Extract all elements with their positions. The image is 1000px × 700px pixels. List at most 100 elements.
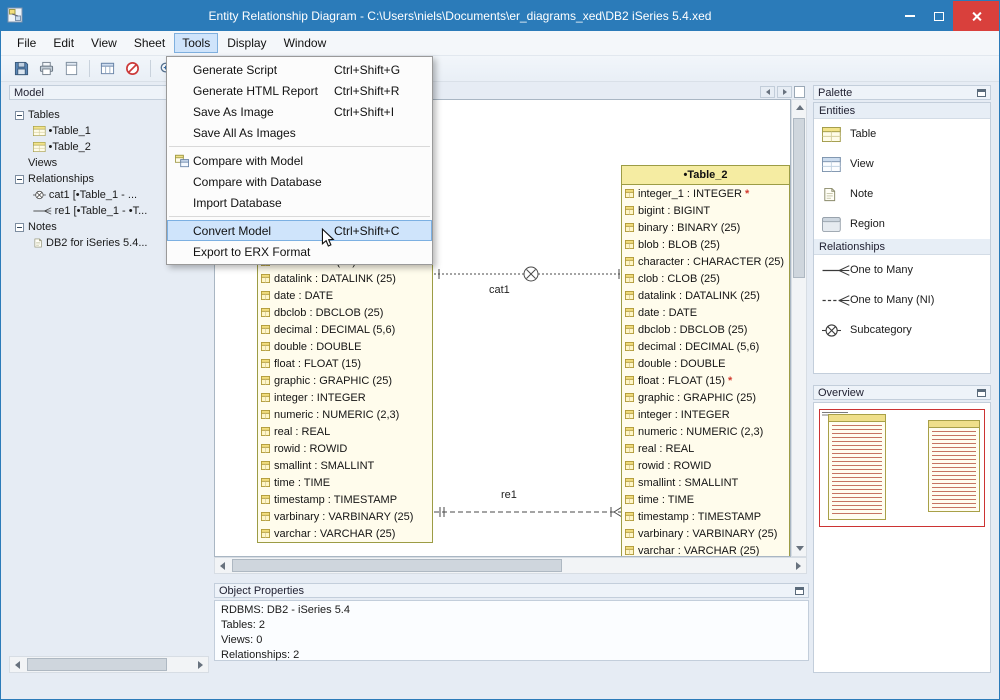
er-field[interactable]: datalink : DATALINK (25) [622, 287, 789, 304]
er-field[interactable]: numeric : NUMERIC (2,3) [622, 423, 789, 440]
minimize-button[interactable] [895, 1, 924, 31]
scrollbar-thumb[interactable] [27, 658, 167, 671]
er-field[interactable]: datalink : DATALINK (25) [258, 270, 432, 287]
er-field[interactable]: varchar : VARCHAR (25) [622, 542, 789, 556]
er-field[interactable]: double : DOUBLE [258, 338, 432, 355]
no-entry-button[interactable] [120, 58, 144, 80]
menu-display[interactable]: Display [227, 36, 267, 50]
er-field[interactable]: float : FLOAT (15) [258, 355, 432, 372]
er-field[interactable]: character : CHARACTER (25) [622, 253, 789, 270]
palette-item-one-to-many-ni[interactable]: One to Many (NI) [814, 285, 990, 315]
menu-tools[interactable]: Tools [174, 33, 219, 53]
canvas-horizontal-scrollbar[interactable] [214, 557, 807, 574]
er-field[interactable]: double : DOUBLE [622, 355, 789, 372]
float-panel-icon[interactable] [795, 586, 804, 595]
er-field[interactable]: float : FLOAT (15)* [622, 372, 789, 389]
tree-item-views[interactable]: Views [9, 155, 209, 171]
menu-edit[interactable]: Edit [53, 36, 75, 50]
er-field[interactable]: time : TIME [258, 474, 432, 491]
palette-item-note[interactable]: Note [814, 179, 990, 209]
save-button[interactable] [9, 58, 33, 80]
tree-item-tables[interactable]: Tables [9, 107, 209, 123]
scrollbar-thumb[interactable] [232, 559, 562, 572]
tree-item-notes[interactable]: Notes [9, 219, 209, 235]
er-field[interactable]: dbclob : DBCLOB (25) [622, 321, 789, 338]
er-field[interactable]: varbinary : VARBINARY (25) [622, 525, 789, 542]
menu-item-save-all-as-images[interactable]: Save All As Images [167, 122, 432, 143]
menu-item-import-database[interactable]: Import Database [167, 192, 432, 213]
palette-item-table[interactable]: Table [814, 119, 990, 149]
er-field[interactable]: binary : BINARY (25) [622, 219, 789, 236]
menu-sheet[interactable]: Sheet [133, 36, 166, 50]
er-field[interactable]: integer : INTEGER [258, 389, 432, 406]
er-field[interactable]: varchar : VARCHAR (25) [258, 525, 432, 542]
sheet-list-icon[interactable] [794, 85, 805, 98]
tree-item-re1-table-1-t[interactable]: re1 [•Table_1 - •T... [9, 203, 209, 219]
er-field[interactable]: integer : INTEGER [622, 406, 789, 423]
canvas-vertical-scrollbar[interactable] [791, 99, 807, 557]
scroll-left-button[interactable] [10, 657, 25, 672]
er-field[interactable]: timestamp : TIMESTAMP [622, 508, 789, 525]
sheet-prev-button[interactable] [760, 85, 775, 98]
tree-item-table-2[interactable]: •Table_2 [9, 139, 209, 155]
tree-expander[interactable] [15, 222, 24, 232]
er-field[interactable]: rowid : ROWID [622, 457, 789, 474]
er-field[interactable]: time : TIME [622, 491, 789, 508]
er-field[interactable]: decimal : DECIMAL (5,6) [622, 338, 789, 355]
scroll-right-button[interactable] [193, 657, 208, 672]
overview-box[interactable] [813, 402, 991, 673]
tree-item-table-1[interactable]: •Table_1 [9, 123, 209, 139]
er-field[interactable]: rowid : ROWID [258, 440, 432, 457]
er-field[interactable]: blob : BLOB (25) [622, 236, 789, 253]
menu-item-export-to-erx-format[interactable]: Export to ERX Format [167, 241, 432, 262]
palette-item-region[interactable]: Region [814, 209, 990, 239]
tree-expander[interactable] [15, 174, 24, 184]
er-field[interactable]: real : REAL [622, 440, 789, 457]
relationship-label-re1[interactable]: re1 [501, 489, 517, 501]
er-field[interactable]: date : DATE [622, 304, 789, 321]
tree-expander[interactable] [15, 110, 24, 120]
palette-item-view[interactable]: View [814, 149, 990, 179]
er-field[interactable]: decimal : DECIMAL (5,6) [258, 321, 432, 338]
er-field[interactable]: smallint : SMALLINT [258, 457, 432, 474]
menu-view[interactable]: View [91, 36, 117, 50]
menu-item-compare-with-database[interactable]: Compare with Database [167, 171, 432, 192]
scrollbar-thumb[interactable] [793, 118, 805, 278]
er-field[interactable]: graphic : GRAPHIC (25) [258, 372, 432, 389]
er-field[interactable]: integer_1 : INTEGER* [622, 185, 789, 202]
er-field[interactable]: varbinary : VARBINARY (25) [258, 508, 432, 525]
er-field[interactable]: clob : CLOB (25) [622, 270, 789, 287]
tree-item-db2-for-iseries-5-4[interactable]: DB2 for iSeries 5.4... [9, 235, 209, 251]
er-field[interactable]: date : DATE [258, 287, 432, 304]
float-panel-icon[interactable] [977, 388, 986, 397]
er-field[interactable]: graphic : GRAPHIC (25) [622, 389, 789, 406]
er-field[interactable]: timestamp : TIMESTAMP [258, 491, 432, 508]
er-field[interactable]: smallint : SMALLINT [622, 474, 789, 491]
model-horizontal-scrollbar[interactable] [9, 656, 209, 673]
tree-item-relationships[interactable]: Relationships [9, 171, 209, 187]
table-tool-button[interactable] [95, 58, 119, 80]
relationship-label-cat1[interactable]: cat1 [489, 284, 510, 296]
palette-item-one-to-many[interactable]: One to Many [814, 255, 990, 285]
er-field[interactable]: real : REAL [258, 423, 432, 440]
er-field[interactable]: numeric : NUMERIC (2,3) [258, 406, 432, 423]
print-button[interactable] [34, 58, 58, 80]
scroll-left-button[interactable] [215, 558, 230, 573]
er-field[interactable]: dbclob : DBCLOB (25) [258, 304, 432, 321]
er-field[interactable]: bigint : BIGINT [622, 202, 789, 219]
scroll-down-button[interactable] [792, 541, 807, 556]
float-panel-icon[interactable] [977, 88, 986, 97]
palette-item-subcategory[interactable]: Subcategory [814, 315, 990, 345]
menu-item-compare-with-model[interactable]: Compare with Model [167, 150, 432, 171]
sheet-next-button[interactable] [777, 85, 792, 98]
scroll-right-button[interactable] [791, 558, 806, 573]
overview-viewport[interactable] [819, 409, 985, 527]
menu-window[interactable]: Window [283, 36, 327, 50]
scroll-up-button[interactable] [792, 100, 807, 115]
menu-file[interactable]: File [17, 36, 37, 50]
